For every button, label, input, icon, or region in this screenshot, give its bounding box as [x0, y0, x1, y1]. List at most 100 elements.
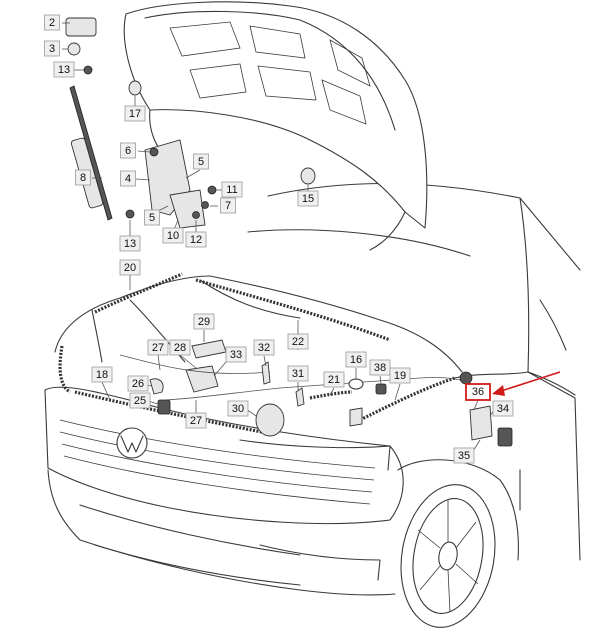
bolt-12	[192, 211, 200, 219]
part-label-16: 16	[345, 351, 367, 368]
part-label-box	[287, 333, 309, 350]
clip-38	[375, 383, 387, 395]
seal-18-side	[58, 345, 71, 394]
part-label-27: 27	[185, 412, 207, 429]
part-label-box	[124, 105, 146, 122]
part-label-box	[492, 400, 514, 417]
part-label-box	[185, 412, 207, 429]
part-label-text: 13	[58, 64, 70, 76]
bay-rear-wall	[209, 275, 463, 373]
part-label-text: 29	[198, 316, 210, 328]
highlighted-label-text: 36	[472, 386, 484, 398]
part-label-text: 30	[232, 403, 244, 415]
part-label-29: 29	[193, 313, 215, 330]
hood-rib-cutout-4	[257, 65, 317, 101]
part-label-13: 13	[53, 61, 75, 78]
part-label-box	[120, 170, 136, 187]
bolt-6	[149, 147, 159, 157]
part-label-text: 18	[96, 369, 108, 381]
part-label-11: 11	[221, 181, 243, 198]
grille-bar-3	[61, 443, 373, 493]
part-label-19: 19	[389, 367, 411, 384]
part-label-text: 10	[167, 230, 179, 242]
car-body-drawing	[44, 1, 581, 628]
nut-3	[67, 42, 81, 56]
part-label-text: 13	[124, 238, 136, 250]
part-label-text: 28	[174, 342, 186, 354]
part-label-text: 25	[134, 395, 146, 407]
part-label-box	[44, 14, 60, 31]
part-label-13: 13	[119, 235, 141, 252]
lock-cover-29	[191, 339, 227, 359]
part-label-text: 33	[230, 349, 242, 361]
seal-18	[74, 390, 263, 434]
part-label-box	[227, 400, 249, 417]
bracket-34	[469, 405, 493, 441]
door-seam	[527, 371, 576, 396]
part-label-17: 17	[124, 105, 146, 122]
part-label-text: 15	[302, 193, 314, 205]
part-label-text: 35	[458, 450, 470, 462]
wheel-arch	[397, 459, 519, 561]
part-label-text: 12	[190, 234, 202, 246]
part-label-22: 22	[287, 333, 309, 350]
part-label-27: 27	[147, 339, 169, 356]
part-label-box	[221, 181, 243, 198]
leader-lines	[62, 22, 495, 457]
part-label-box	[147, 339, 169, 356]
part-label-box	[144, 209, 160, 226]
part-label-box	[119, 235, 141, 252]
part-label-18: 18	[91, 366, 113, 383]
part-label-8: 8	[75, 169, 91, 186]
seal-21	[309, 390, 353, 400]
front-wheel-rim	[412, 498, 484, 614]
clip-16	[349, 407, 363, 427]
part-label-28: 28	[169, 339, 191, 356]
part-label-text: 11	[226, 184, 237, 196]
nut-11	[207, 185, 217, 195]
seal-22	[195, 278, 391, 342]
part-label-text: 34	[497, 403, 509, 415]
red-arrow-head	[492, 385, 505, 396]
part-label-box	[169, 339, 191, 356]
grille-bar-4	[63, 455, 371, 505]
cap-16	[348, 378, 364, 390]
part-label-3: 3	[44, 40, 60, 57]
part-label-5: 5	[144, 209, 160, 226]
fog-intake	[259, 544, 381, 581]
part-label-box	[369, 359, 391, 376]
grille-bar-1	[59, 419, 376, 469]
part-label-box	[120, 142, 136, 159]
mirror-outline	[539, 299, 567, 351]
part-label-33: 33	[225, 346, 247, 363]
part-label-21: 21	[323, 371, 345, 388]
bumper-intake-top	[79, 504, 301, 556]
hood-lock-28	[185, 365, 219, 393]
ball-stud-13-bottom	[125, 209, 135, 219]
part-label-box	[129, 392, 151, 409]
part-label-text: 21	[328, 374, 340, 386]
wheel-spokes	[417, 500, 479, 613]
hood-inner-contour	[144, 10, 396, 131]
part-label-text: 2	[49, 17, 55, 29]
release-cable-27	[119, 354, 271, 374]
hood-side-edge	[369, 211, 406, 251]
part-label-20: 20	[119, 259, 141, 276]
hinge-bracket-10	[169, 189, 206, 229]
part-label-box	[220, 197, 236, 214]
bay-left-inner	[91, 309, 103, 363]
part-label-5: 5	[193, 153, 209, 170]
part-label-25: 25	[129, 392, 151, 409]
bay-cowl-line	[199, 279, 301, 319]
part-label-text: 4	[125, 173, 131, 185]
part-label-text: 26	[132, 378, 144, 390]
part-label-text: 27	[190, 415, 202, 427]
hood-rib-cutout-3	[189, 63, 247, 99]
headlight-right	[239, 439, 391, 471]
part-label-box	[389, 367, 411, 384]
bracket-2	[65, 17, 97, 37]
part-label-text: 3	[49, 43, 55, 55]
bracket-34-clip	[497, 427, 513, 447]
part-label-text: 5	[198, 156, 204, 168]
